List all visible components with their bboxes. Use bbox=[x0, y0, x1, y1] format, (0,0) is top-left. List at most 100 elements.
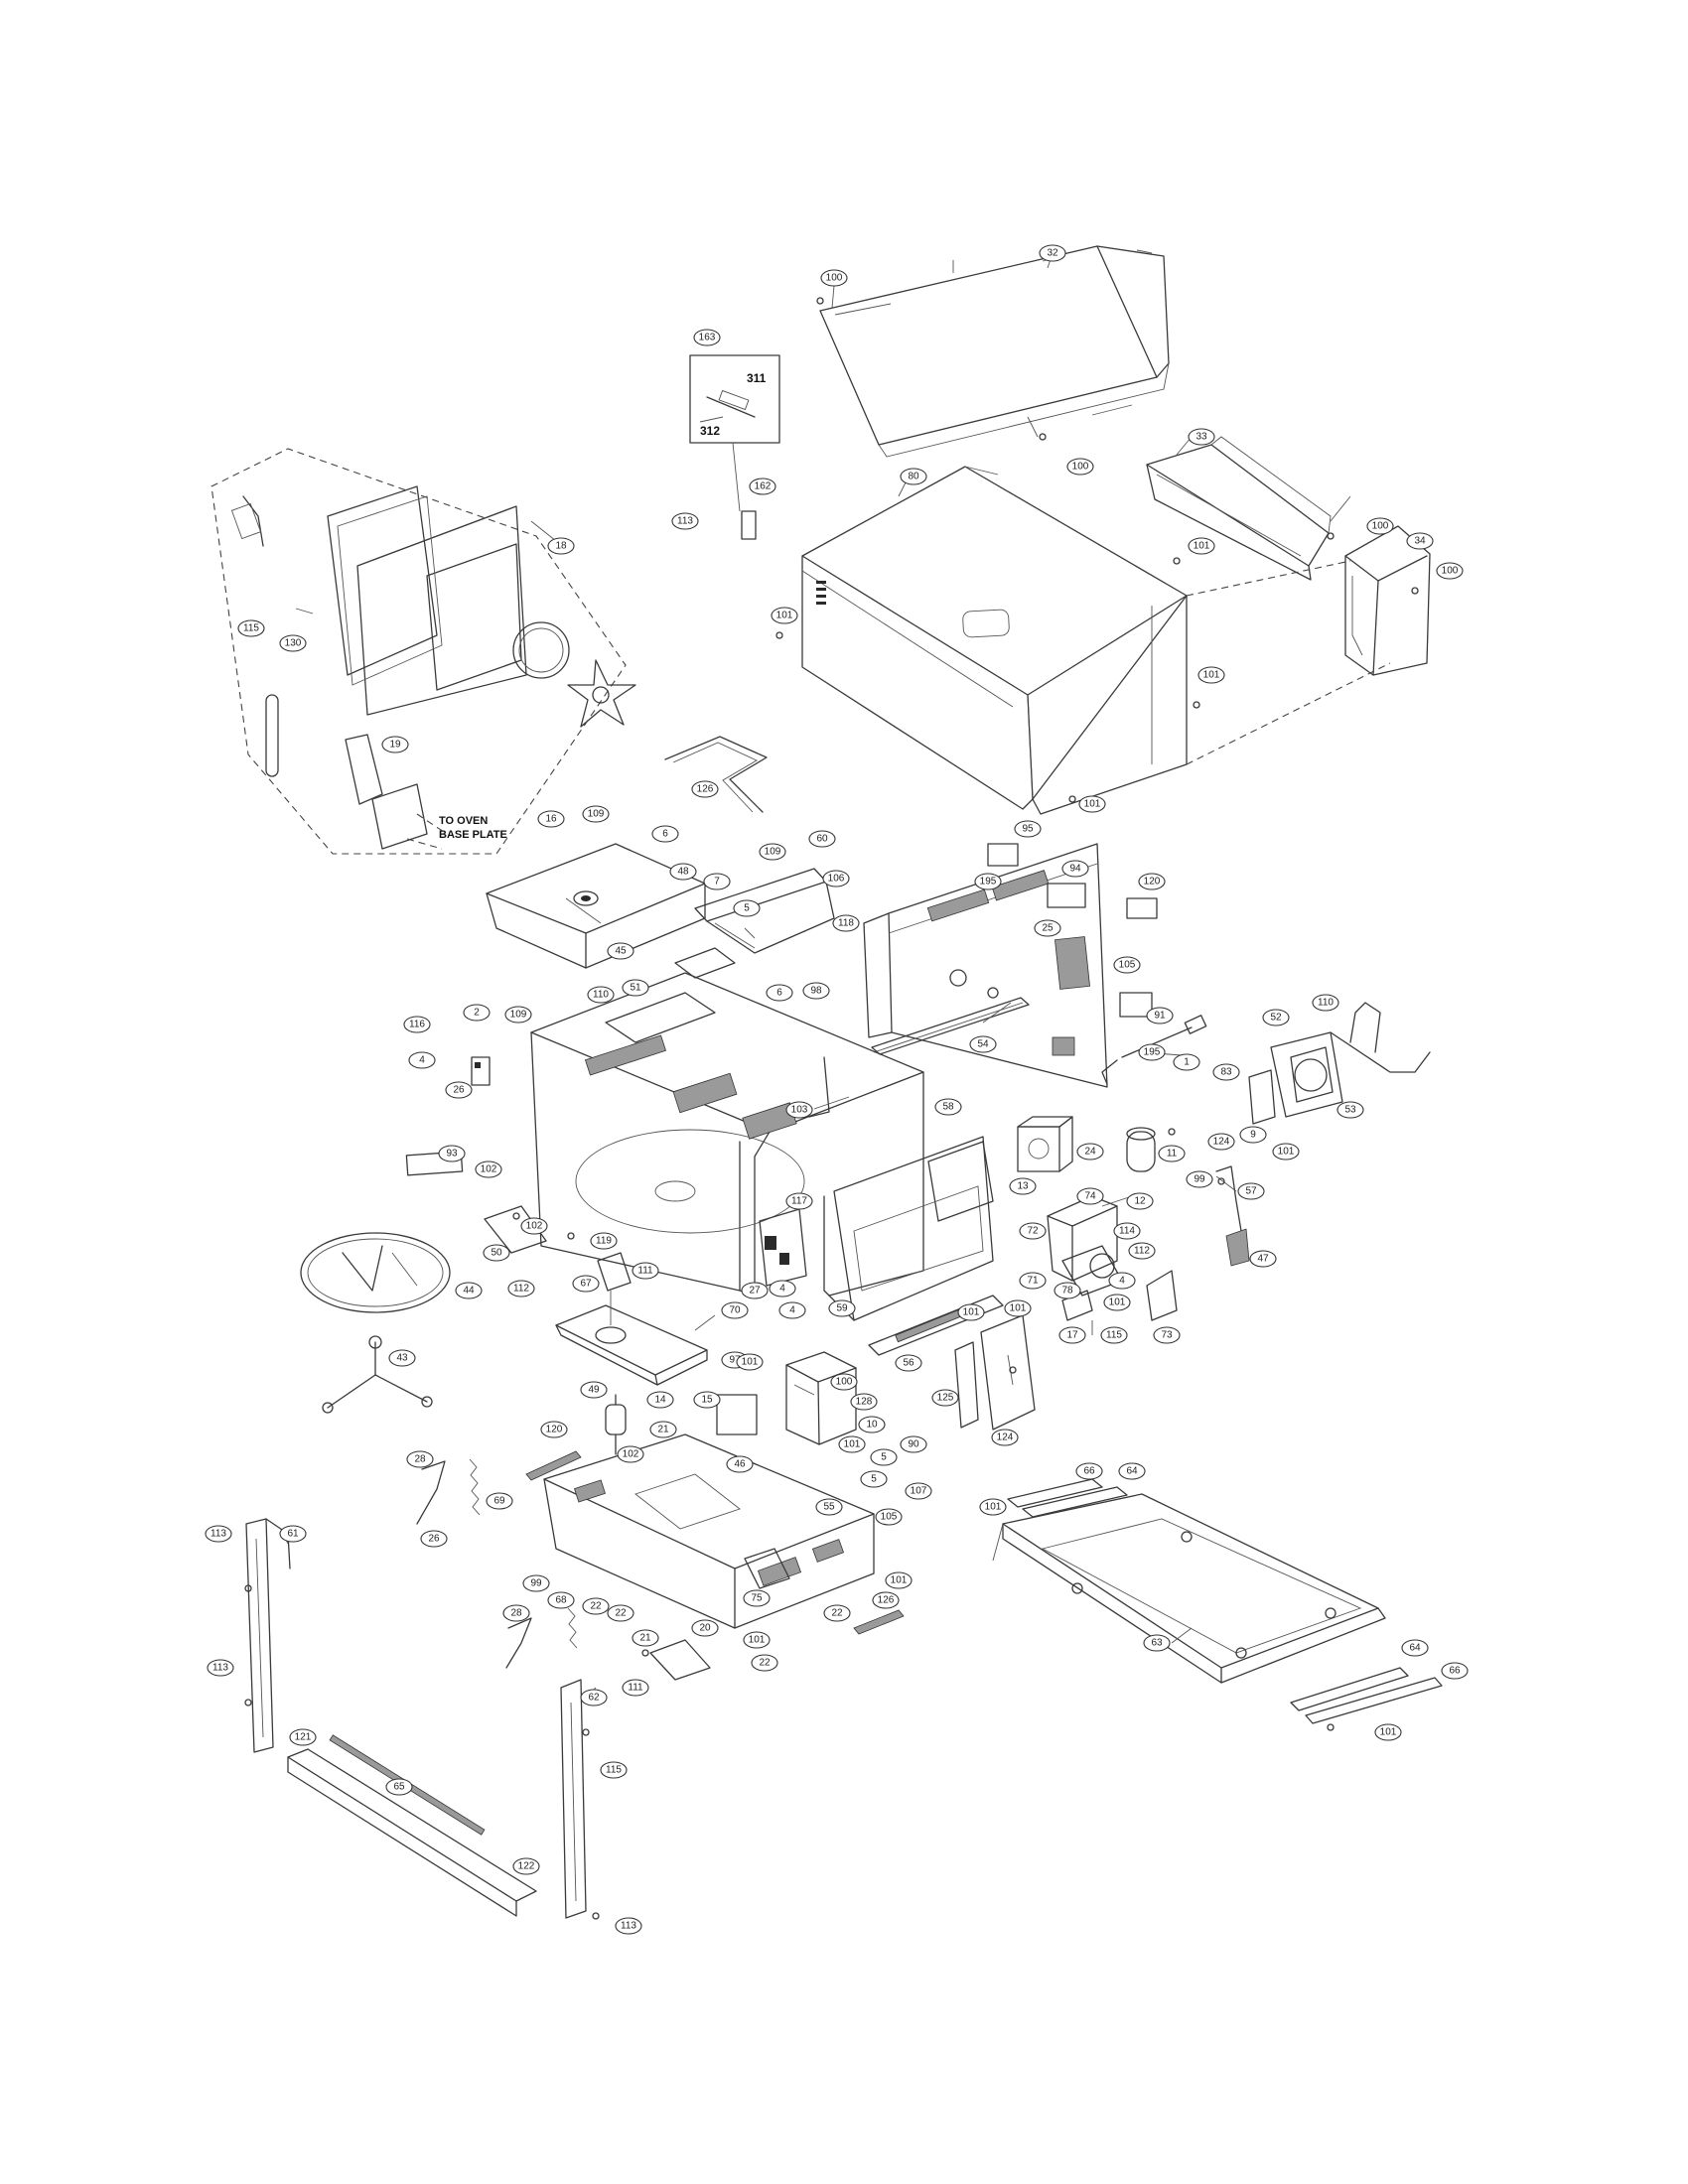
callout-101: 101 bbox=[743, 1631, 771, 1649]
callout-101: 101 bbox=[1103, 1294, 1131, 1311]
svg-text:101: 101 bbox=[1109, 1297, 1126, 1308]
svg-text:21: 21 bbox=[657, 1425, 669, 1435]
svg-text:6: 6 bbox=[662, 829, 668, 840]
svg-text:91: 91 bbox=[1154, 1011, 1166, 1022]
callout-93: 93 bbox=[438, 1145, 466, 1162]
leader-lines bbox=[282, 252, 1351, 1699]
callout-109: 109 bbox=[759, 843, 786, 861]
svg-text:113: 113 bbox=[211, 1529, 226, 1540]
svg-text:52: 52 bbox=[1270, 1013, 1282, 1024]
callout-32: 32 bbox=[1039, 244, 1066, 262]
svg-text:22: 22 bbox=[831, 1608, 843, 1619]
callout-100: 100 bbox=[1066, 458, 1094, 476]
callout-57: 57 bbox=[1237, 1182, 1265, 1200]
svg-text:27: 27 bbox=[749, 1286, 761, 1297]
svg-text:109: 109 bbox=[765, 847, 781, 858]
callout-113: 113 bbox=[615, 1917, 642, 1935]
svg-text:110: 110 bbox=[593, 990, 609, 1001]
svg-text:53: 53 bbox=[1344, 1105, 1356, 1116]
svg-text:4: 4 bbox=[1119, 1276, 1125, 1287]
callout-6: 6 bbox=[766, 984, 793, 1002]
callout-60: 60 bbox=[808, 830, 836, 848]
svg-text:4: 4 bbox=[789, 1305, 795, 1316]
svg-text:9: 9 bbox=[1250, 1130, 1256, 1141]
callout-114: 114 bbox=[1113, 1222, 1141, 1240]
caution-label bbox=[405, 1151, 464, 1176]
svg-text:5: 5 bbox=[871, 1474, 877, 1485]
callout-80: 80 bbox=[900, 468, 927, 485]
callout-112: 112 bbox=[507, 1280, 535, 1297]
callout-120: 120 bbox=[540, 1421, 568, 1438]
callout-28: 28 bbox=[406, 1450, 434, 1468]
callout-128: 128 bbox=[850, 1393, 878, 1411]
fan-duct-box bbox=[1344, 525, 1431, 676]
svg-text:101: 101 bbox=[749, 1635, 766, 1646]
callout-61: 61 bbox=[279, 1525, 307, 1543]
svg-text:28: 28 bbox=[510, 1608, 522, 1619]
callout-21: 21 bbox=[632, 1629, 659, 1647]
svg-text:48: 48 bbox=[677, 867, 689, 878]
callout-63: 63 bbox=[1143, 1634, 1171, 1652]
inset-label-311: 311 bbox=[747, 371, 767, 385]
svg-text:120: 120 bbox=[546, 1425, 563, 1435]
callout-6: 6 bbox=[651, 825, 679, 843]
svg-text:101: 101 bbox=[1084, 799, 1101, 810]
callout-83: 83 bbox=[1212, 1063, 1240, 1081]
svg-text:118: 118 bbox=[838, 918, 854, 929]
callout-124: 124 bbox=[991, 1429, 1019, 1446]
svg-text:99: 99 bbox=[530, 1578, 542, 1589]
svg-text:113: 113 bbox=[677, 516, 693, 527]
callout-66: 66 bbox=[1441, 1662, 1469, 1680]
oven-cavity bbox=[530, 947, 924, 1297]
callout-75: 75 bbox=[743, 1589, 771, 1607]
svg-text:102: 102 bbox=[481, 1164, 497, 1175]
svg-text:83: 83 bbox=[1220, 1067, 1232, 1078]
svg-text:105: 105 bbox=[1119, 960, 1136, 971]
callout-10: 10 bbox=[858, 1416, 886, 1433]
callout-28: 28 bbox=[502, 1604, 530, 1622]
callout-46: 46 bbox=[726, 1455, 754, 1473]
callout-115: 115 bbox=[1100, 1326, 1128, 1344]
callout-5: 5 bbox=[860, 1470, 888, 1488]
callout-101: 101 bbox=[838, 1435, 866, 1453]
warning-labels bbox=[987, 843, 1158, 1018]
callout-9: 9 bbox=[1239, 1126, 1267, 1144]
callout-14: 14 bbox=[646, 1391, 674, 1409]
svg-text:5: 5 bbox=[744, 903, 750, 914]
power-cord bbox=[1101, 1015, 1207, 1085]
svg-text:69: 69 bbox=[493, 1496, 505, 1507]
callout-110: 110 bbox=[587, 986, 615, 1004]
svg-text:12: 12 bbox=[1134, 1196, 1146, 1207]
cord-bracket bbox=[1215, 1165, 1250, 1267]
svg-text:120: 120 bbox=[1144, 877, 1161, 887]
callout-48: 48 bbox=[669, 863, 697, 881]
callout-121: 121 bbox=[289, 1728, 317, 1746]
svg-text:55: 55 bbox=[823, 1502, 835, 1513]
svg-text:25: 25 bbox=[1042, 923, 1054, 934]
svg-text:19: 19 bbox=[389, 740, 401, 751]
callout-12: 12 bbox=[1126, 1192, 1154, 1210]
shield-plate bbox=[484, 1205, 547, 1254]
callout-22: 22 bbox=[751, 1654, 778, 1672]
callout-19: 19 bbox=[381, 736, 409, 753]
callout-101: 101 bbox=[1272, 1143, 1300, 1160]
svg-text:13: 13 bbox=[1017, 1181, 1029, 1192]
svg-text:70: 70 bbox=[729, 1305, 741, 1316]
svg-text:110: 110 bbox=[1318, 998, 1334, 1009]
callout-43: 43 bbox=[388, 1349, 416, 1367]
callout-111: 111 bbox=[632, 1262, 659, 1280]
callout-50: 50 bbox=[483, 1244, 510, 1262]
svg-text:111: 111 bbox=[637, 1266, 653, 1277]
callout-115: 115 bbox=[237, 619, 265, 637]
turntable-motor-plate bbox=[555, 1252, 708, 1386]
seal-strip-right bbox=[853, 1609, 905, 1635]
svg-text:101: 101 bbox=[1278, 1147, 1295, 1158]
callout-74: 74 bbox=[1076, 1187, 1104, 1205]
svg-text:195: 195 bbox=[980, 877, 997, 887]
callout-51: 51 bbox=[622, 979, 649, 997]
svg-text:124: 124 bbox=[1213, 1137, 1230, 1148]
svg-text:22: 22 bbox=[615, 1608, 627, 1619]
svg-text:22: 22 bbox=[759, 1658, 771, 1669]
svg-text:28: 28 bbox=[414, 1454, 426, 1465]
callout-101: 101 bbox=[885, 1571, 913, 1589]
